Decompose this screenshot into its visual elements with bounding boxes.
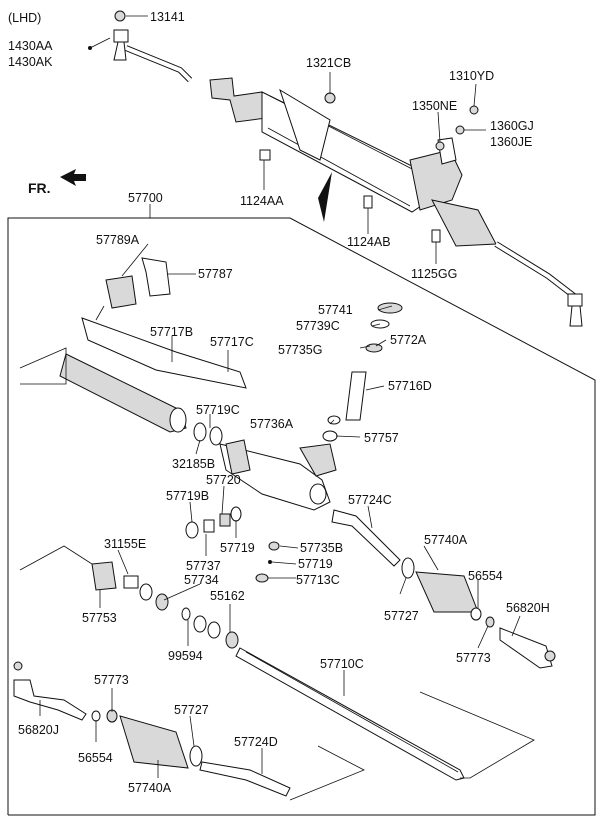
exploded-view-frame [7, 217, 596, 816]
callout-57727-bottom: 57727 [174, 703, 209, 717]
callout-57719-a: 57719 [220, 541, 255, 555]
callout-57719B: 57719B [166, 489, 209, 503]
callout-57713C: 57713C [296, 573, 340, 587]
callout-32185B: 32185B [172, 457, 215, 471]
callout-57739C: 57739C [296, 319, 340, 333]
callout-55162: 55162 [210, 589, 245, 603]
callout-57735G: 57735G [278, 343, 322, 357]
callout-57716D: 57716D [388, 379, 432, 393]
callout-57724D: 57724D [234, 735, 278, 749]
callout-1321CB: 1321CB [306, 56, 351, 70]
callout-1430AK: 1430AK [8, 55, 53, 69]
callout-56820H: 56820H [506, 601, 550, 615]
callout-5772A: 5772A [390, 333, 427, 347]
callout-57724C-top: 57724C [348, 493, 392, 507]
callout-99594: 99594 [168, 649, 203, 663]
callout-57773-top: 57773 [456, 651, 491, 665]
callout-57787: 57787 [198, 267, 233, 281]
callout-1350NE: 1350NE [412, 99, 457, 113]
callout-1124AA: 1124AA [240, 194, 284, 208]
callout-57710C: 57710C [320, 657, 364, 671]
callout-57737: 57737 [186, 559, 221, 573]
exploded-parts [13, 257, 556, 801]
callout-1310YD: 1310YD [449, 69, 494, 83]
callout-57741: 57741 [318, 303, 353, 317]
front-arrow-icon [60, 169, 86, 186]
callout-57757: 57757 [364, 431, 399, 445]
callout-57773-bottom: 57773 [94, 673, 129, 687]
callout-57727-top: 57727 [384, 609, 419, 623]
callout-57753: 57753 [82, 611, 117, 625]
callout-1360GJ: 1360GJ [490, 119, 534, 133]
callout-57736A: 57736A [250, 417, 294, 431]
callout-57700: 57700 [128, 191, 163, 205]
callout-1360JE: 1360JE [490, 135, 532, 149]
callout-57789A: 57789A [96, 233, 140, 247]
callout-1124AB: 1124AB [347, 235, 391, 249]
variant-label: (LHD) [8, 11, 41, 25]
callout-57720: 57720 [206, 473, 241, 487]
callout-57734: 57734 [184, 573, 219, 587]
callout-57735B: 57735B [300, 541, 343, 555]
callout-57719C: 57719C [196, 403, 240, 417]
callout-56554-top: 56554 [468, 569, 503, 583]
callout-57740A-top: 57740A [424, 533, 468, 547]
callout-57719-b: 57719 [298, 557, 333, 571]
callout-57717C: 57717C [210, 335, 254, 349]
callout-56554-bottom: 56554 [78, 751, 113, 765]
callout-56820J: 56820J [18, 723, 59, 737]
callout-57740A-bottom: 57740A [128, 781, 172, 795]
front-marker: FR. [28, 180, 51, 196]
callout-1430AA: 1430AA [8, 39, 53, 53]
overview-assembly [88, 10, 583, 327]
callout-1125GG: 1125GG [411, 267, 457, 281]
callout-13141: 13141 [150, 10, 185, 24]
callout-57717B: 57717B [150, 325, 193, 339]
callout-31155E: 31155E [104, 537, 146, 551]
